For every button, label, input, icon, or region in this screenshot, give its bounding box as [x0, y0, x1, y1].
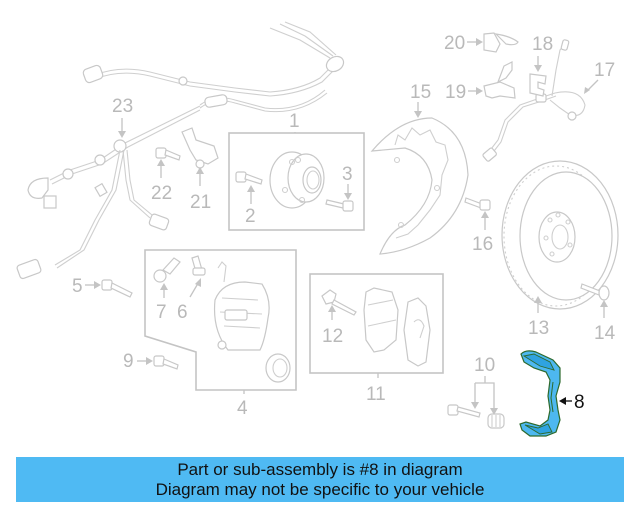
- part-info-banner: Part or sub-assembly is #8 in diagram Di…: [16, 457, 624, 502]
- part-6-guide-pin[interactable]: 6: [177, 255, 206, 323]
- callout-10[interactable]: 10: [474, 355, 495, 376]
- part-22-bolt[interactable]: 22: [151, 147, 181, 204]
- part-19-bracket[interactable]: 19: [445, 61, 516, 103]
- part-9-bolt[interactable]: 9: [123, 351, 179, 372]
- part-20-plate[interactable]: 20: [444, 32, 519, 54]
- part-5-bolt[interactable]: 5: [72, 276, 133, 298]
- callout-11[interactable]: 11: [366, 384, 386, 405]
- part-18-clip[interactable]: 18: [529, 34, 553, 97]
- part-12-wear-sensor[interactable]: 12: [321, 289, 357, 347]
- part-17-abs-sensor[interactable]: 17: [482, 39, 615, 162]
- part-15-dust-shield[interactable]: 15: [370, 82, 469, 255]
- part-14-screw[interactable]: 14: [580, 283, 616, 344]
- callout-8[interactable]: 8: [574, 392, 585, 413]
- callout-23[interactable]: 23: [112, 96, 133, 117]
- callout-5[interactable]: 5: [72, 276, 83, 297]
- callout-1[interactable]: 1: [289, 111, 300, 132]
- callout-7[interactable]: 7: [156, 302, 167, 323]
- callout-20[interactable]: 20: [444, 33, 465, 54]
- callout-6[interactable]: 6: [177, 302, 188, 323]
- callout-19[interactable]: 19: [445, 82, 466, 103]
- part-11-brake-pads[interactable]: 11: [309, 273, 444, 405]
- callout-2[interactable]: 2: [245, 206, 256, 227]
- part-21-sensor[interactable]: 21: [181, 127, 219, 213]
- part-16-bolt[interactable]: 16: [464, 197, 493, 255]
- callout-18[interactable]: 18: [532, 34, 553, 55]
- banner-line-disclaimer: Diagram may not be specific to your vehi…: [155, 480, 485, 499]
- part-23-wiring-harness[interactable]: 23: [16, 21, 346, 280]
- callout-15[interactable]: 15: [410, 82, 431, 103]
- callout-17[interactable]: 17: [594, 60, 615, 81]
- part-3-bolt[interactable]: 3: [325, 164, 354, 212]
- part-7-bleeder[interactable]: 7: [153, 257, 181, 323]
- callout-9[interactable]: 9: [123, 351, 134, 372]
- banner-line-part-number: Part or sub-assembly is #8 in diagram: [177, 460, 463, 479]
- callout-16[interactable]: 16: [472, 234, 493, 255]
- callout-22[interactable]: 22: [151, 183, 172, 204]
- callout-13[interactable]: 13: [528, 318, 549, 339]
- callout-12[interactable]: 12: [322, 326, 343, 347]
- part-13-brake-rotor[interactable]: 13: [501, 160, 619, 339]
- part-8-caliper-bracket[interactable]: 8: [519, 350, 585, 437]
- part-1-hub-assembly[interactable]: 1: [228, 111, 365, 231]
- part-4-caliper-assembly[interactable]: 4: [144, 249, 297, 419]
- callout-3[interactable]: 3: [342, 164, 353, 185]
- callout-21[interactable]: 21: [190, 192, 211, 213]
- part-10-guide-bolt-kit[interactable]: 10: [447, 355, 505, 429]
- part-2-bolt[interactable]: 2: [235, 171, 263, 227]
- callout-4[interactable]: 4: [237, 398, 248, 419]
- callout-14[interactable]: 14: [594, 323, 616, 344]
